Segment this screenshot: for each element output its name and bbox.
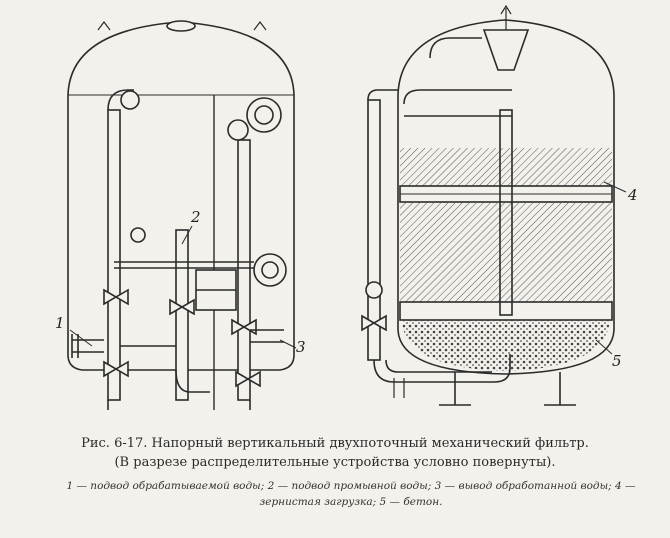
right-section-view [361,4,615,406]
inlet-flange [71,334,104,358]
left-vessel-shell [67,21,295,371]
valve-4 [103,360,129,378]
top-funnel [482,29,530,71]
figure-caption-line1: Рис. 6-17. Напорный вертикальный двухпот… [81,436,589,451]
elbow-top-left [120,90,140,110]
right-vessel-shell [397,19,615,375]
valve-2 [169,298,195,316]
figure-caption-line2: (В разрезе распределительные устройства … [114,455,556,470]
figure-legend: 1 — подвод обрабатываемой воды; 2 — подв… [66,480,636,508]
inlet-riser-left [107,109,121,401]
label-1: 1 [55,314,65,332]
central-pipe [499,109,513,316]
label-4: 4 [627,186,638,204]
valve-5 [235,370,261,388]
concrete-bottom [402,320,610,371]
label-5: 5 [612,352,622,370]
bottom-outlet-pipe [373,354,511,383]
leader-lines [69,181,627,355]
pressure-gauge [130,227,146,243]
granular-media-lower [400,202,612,302]
external-valve-upper [365,281,383,299]
label-3: 3 [296,338,306,356]
label-2: 2 [190,208,201,226]
left-external-view [67,20,295,410]
bottom-distributor [399,301,613,321]
side-manhole-lower [253,253,287,287]
valve-1 [103,288,129,306]
top-hatch [166,20,196,32]
filter-drawing: 1 2 3 4 5 [55,4,638,410]
side-manhole-upper [246,97,282,133]
outlet-riser-right [237,139,251,401]
granular-media-upper [400,148,612,190]
elbow-top-right [227,119,249,141]
wash-riser [175,229,189,401]
